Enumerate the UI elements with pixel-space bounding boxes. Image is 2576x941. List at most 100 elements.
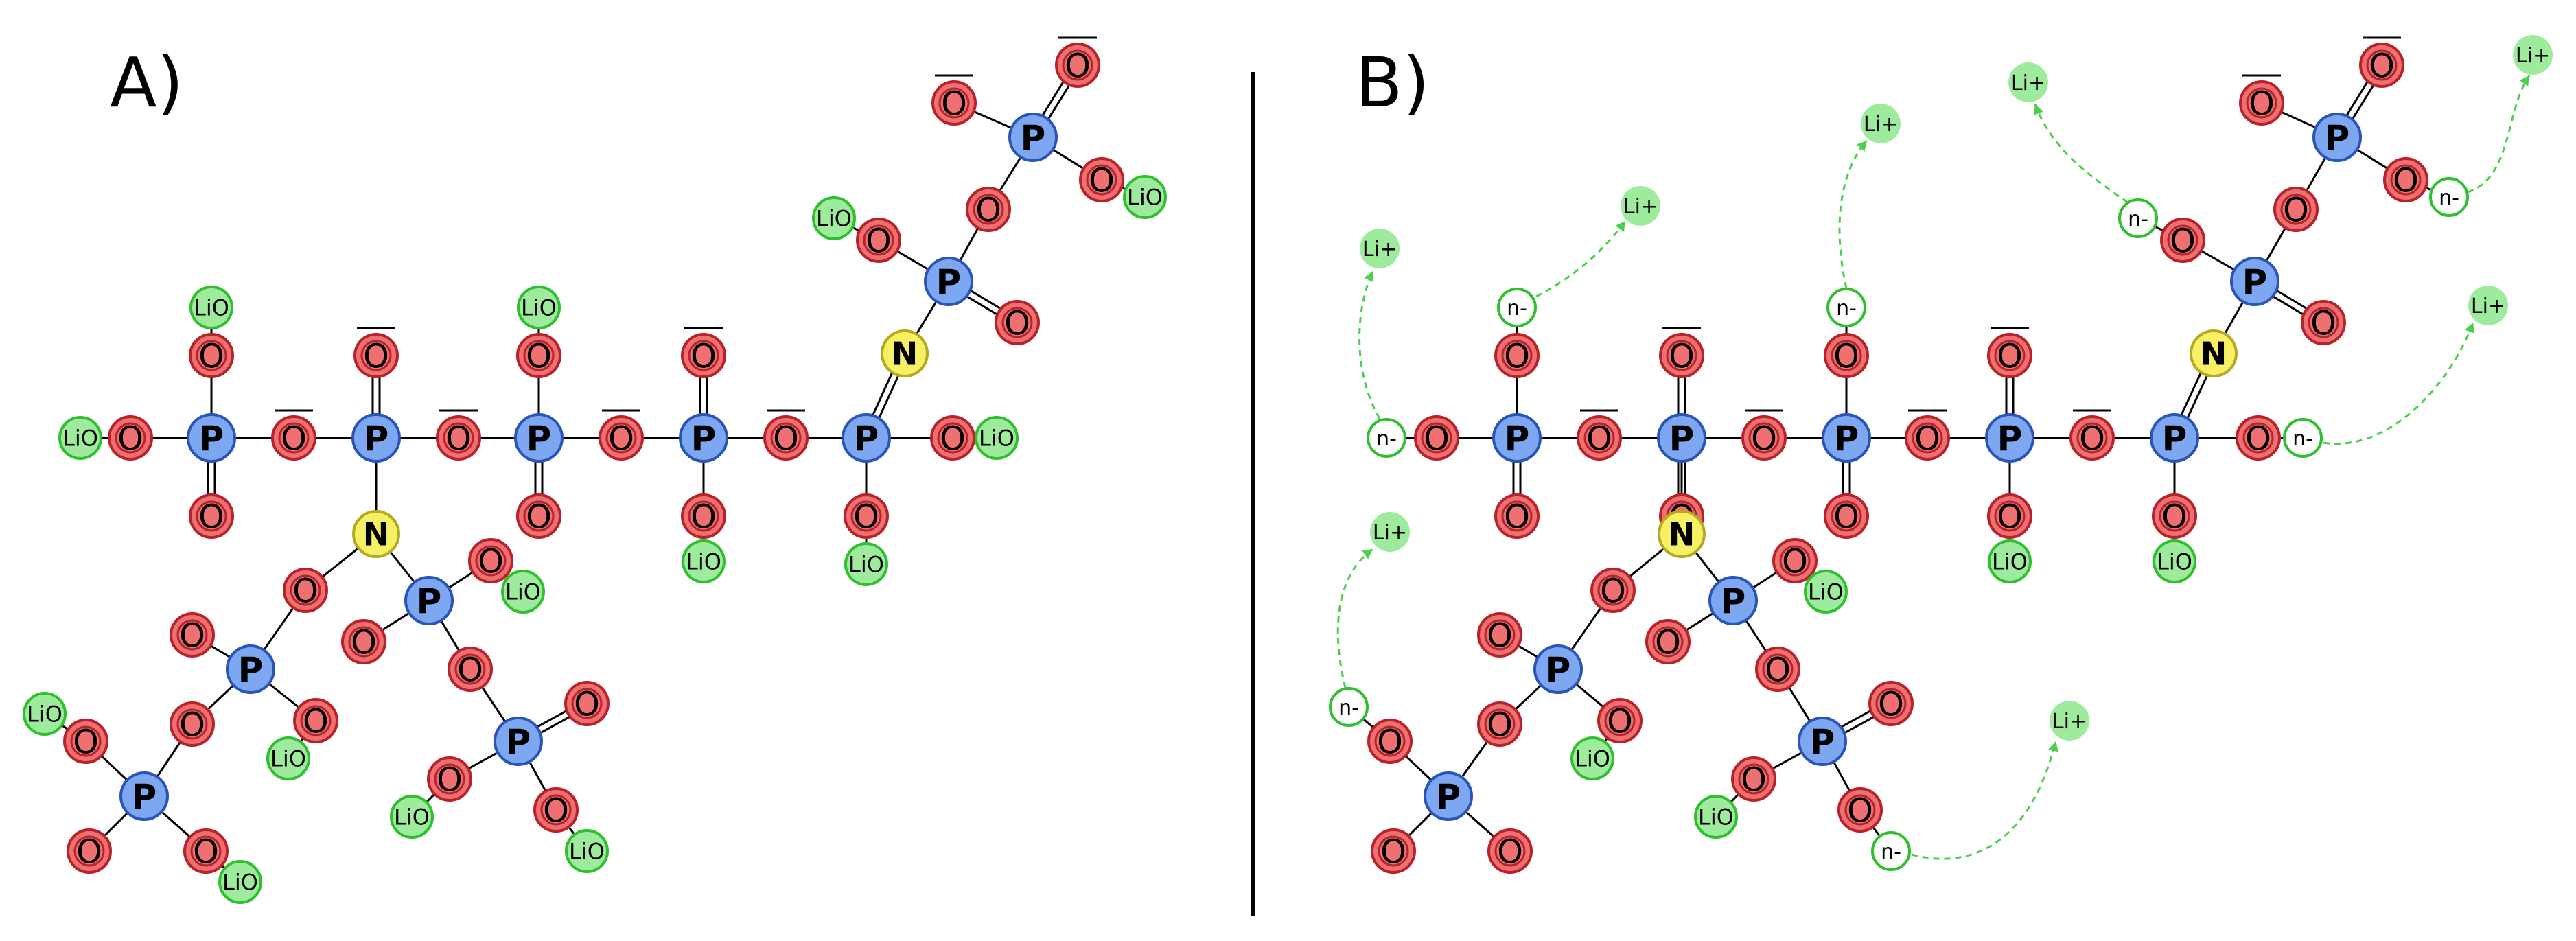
lithium-ion: Li+ (2468, 286, 2508, 325)
svg-text:P: P (2162, 419, 2188, 458)
svg-text:LiO: LiO (1992, 549, 2028, 575)
single-bond (1833, 761, 1851, 792)
svg-text:O: O (1586, 419, 1612, 458)
svg-text:O: O (1847, 791, 1873, 830)
svg-text:O: O (1004, 304, 1030, 342)
oxygen-atom: O (108, 415, 153, 461)
oxygen-atom: O (67, 828, 112, 874)
single-bond (263, 607, 294, 651)
svg-text:O: O (193, 833, 219, 871)
phosphorus-atom: P (1822, 413, 1871, 463)
oxygen-atom: O (564, 681, 610, 726)
oxygen-atom: O (1577, 415, 1622, 461)
svg-text:P: P (1505, 419, 1530, 458)
panel-b-label: B) (1356, 43, 1430, 123)
svg-text:O: O (1741, 760, 1767, 799)
svg-text:O: O (1655, 623, 1681, 662)
svg-text:O: O (2310, 304, 2336, 342)
lithium-oxide-group: LiO (1804, 570, 1848, 614)
svg-text:O: O (2170, 222, 2196, 260)
svg-text:Li+: Li+ (1864, 113, 1898, 137)
single-bond (1752, 571, 1778, 589)
anion-site: n- (1826, 288, 1866, 327)
single-bond (1517, 644, 1539, 659)
oxygen-atom: O (1772, 538, 1818, 583)
svg-text:P: P (691, 419, 717, 458)
svg-text:O: O (351, 623, 377, 662)
lithium-migration-arrow (2323, 322, 2474, 445)
svg-text:O: O (1497, 833, 1523, 871)
phosphorus-atom: P (1657, 413, 1706, 463)
lithium-oxide-group: LiO (2153, 539, 2196, 583)
oxygen-atom: O (1905, 415, 1950, 461)
single-bond (1052, 148, 1084, 170)
lithium-oxide-group: LiO (58, 416, 102, 460)
lithium-migration-arrow (1336, 548, 1373, 688)
svg-text:N: N (892, 336, 918, 373)
phosphorus-atom: P (187, 413, 236, 463)
svg-text:N: N (1669, 516, 1695, 553)
oxygen-atom: O (681, 493, 726, 539)
oxygen-atom: O (681, 333, 726, 378)
svg-text:O: O (1504, 498, 1530, 536)
svg-text:P: P (417, 581, 442, 621)
svg-text:n-: n- (2293, 427, 2313, 451)
nitrogen-atom: N (1658, 510, 1706, 558)
oxygen-atom: O (189, 333, 234, 378)
phosphorus-atom: P (1424, 771, 1473, 821)
svg-text:O: O (526, 337, 552, 375)
svg-text:P: P (2325, 118, 2350, 158)
bonds (1362, 80, 2433, 838)
svg-text:P: P (1669, 419, 1695, 458)
svg-text:O: O (853, 498, 879, 536)
svg-text:O: O (2161, 498, 2188, 536)
oxygen-atom: O (283, 568, 328, 613)
svg-text:P: P (1546, 650, 1571, 690)
phosphorus-atom: P (1492, 413, 1542, 463)
svg-text:O: O (117, 419, 143, 458)
svg-text:P: P (1021, 118, 1046, 158)
panel-a-label: A) (110, 43, 183, 123)
svg-text:O: O (2369, 47, 2395, 85)
phosphorus-atom: P (1798, 717, 1847, 766)
svg-text:Li+: Li+ (2516, 44, 2550, 68)
oxygen-atom: O (516, 493, 561, 539)
phosphorus-atom: P (679, 413, 728, 463)
oxygen-atom: O (1645, 619, 1691, 664)
anion-site: n- (1497, 288, 1537, 327)
svg-text:O: O (303, 702, 329, 741)
svg-text:O: O (1504, 337, 1530, 375)
single-bond (2280, 111, 2317, 129)
svg-text:O: O (73, 723, 99, 761)
svg-text:P: P (526, 419, 552, 458)
single-bond (529, 761, 547, 792)
oxygen-atom: O (533, 787, 579, 833)
single-bond (480, 686, 507, 723)
lithium-oxide-group: LiO (1694, 795, 1738, 839)
oxygen-atom: O (1371, 828, 1416, 874)
oxygen-atom: O (1987, 333, 2032, 378)
single-bond (2356, 148, 2389, 170)
oxygen-atom: O (1837, 787, 1883, 833)
svg-text:O: O (2245, 419, 2271, 458)
anion-site: n- (2429, 177, 2469, 217)
single-bond (896, 250, 929, 271)
arrow-head-icon (2033, 104, 2044, 115)
single-bond (2201, 250, 2236, 271)
svg-text:LiO: LiO (505, 579, 541, 605)
oxygen-atom: O (516, 333, 561, 378)
single-bond (426, 793, 436, 803)
oxygen-atom: O (436, 415, 481, 461)
lithium-oxide-group: LiO (390, 795, 434, 839)
arrow-head-icon (2464, 323, 2475, 334)
oxygen-atom: O (427, 756, 472, 802)
single-bond (2306, 156, 2327, 191)
single-bond (321, 547, 360, 578)
svg-text:LiO: LiO (194, 295, 229, 321)
lithium-oxide-group: LiO (565, 829, 609, 873)
arrow-head-icon (2519, 75, 2529, 86)
single-bond (100, 755, 128, 781)
oxygen-atom: O (1731, 756, 1776, 802)
single-bond (1685, 612, 1715, 631)
svg-text:P: P (506, 722, 531, 762)
